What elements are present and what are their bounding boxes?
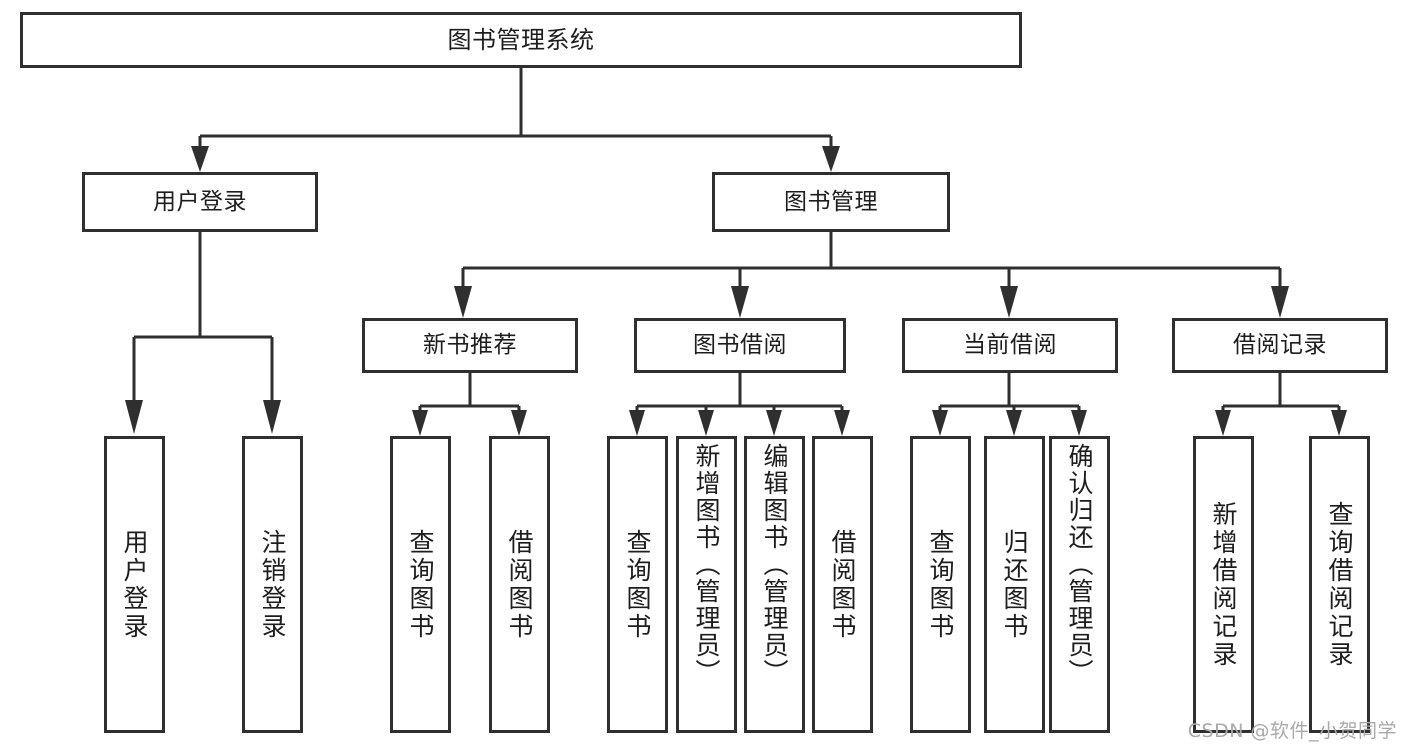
node-label: 图书管理系统 [447, 26, 595, 54]
watermark-text: CSDN @软件_小贺同学 [1187, 720, 1397, 742]
node-label: 当前借阅 [963, 332, 1057, 358]
node-label: 确认归还（管理员） [1065, 443, 1094, 686]
node-book-borrow[interactable]: 图书借阅 [634, 318, 846, 373]
node-label: 编辑图书（管理员） [760, 443, 789, 686]
leaf-borrow-book[interactable]: 借阅图书 [812, 436, 873, 733]
node-label: 图书借阅 [693, 332, 787, 358]
node-label: 借阅图书 [828, 528, 857, 641]
leaf-borrow-book-recommend[interactable]: 借阅图书 [489, 436, 550, 733]
leaf-logout[interactable]: 注销登录 [242, 436, 303, 733]
node-label: 归还图书 [1000, 528, 1029, 641]
node-label: 新增图书（管理员） [692, 443, 721, 686]
leaf-confirm-return-admin[interactable]: 确认归还（管理员） [1049, 436, 1110, 733]
node-borrow-record[interactable]: 借阅记录 [1172, 318, 1388, 373]
node-label: 用户登录 [153, 188, 247, 215]
leaf-user-login[interactable]: 用户登录 [104, 436, 165, 733]
node-label: 借阅记录 [1233, 332, 1327, 358]
leaf-query-book-borrow[interactable]: 查询图书 [607, 436, 668, 733]
node-current-borrow[interactable]: 当前借阅 [902, 318, 1118, 373]
node-root-system[interactable]: 图书管理系统 [20, 12, 1022, 68]
node-label: 查询图书 [926, 528, 955, 641]
leaf-query-book-current[interactable]: 查询图书 [910, 436, 971, 733]
leaf-add-book-admin[interactable]: 新增图书（管理员） [676, 436, 737, 733]
node-label: 查询图书 [623, 528, 652, 641]
node-label: 查询图书 [406, 528, 435, 641]
leaf-edit-book-admin[interactable]: 编辑图书（管理员） [744, 436, 805, 733]
node-label: 图书管理 [784, 188, 878, 215]
node-label: 注销登录 [258, 528, 287, 641]
leaf-add-borrow-record[interactable]: 新增借阅记录 [1193, 436, 1254, 733]
node-label: 查询借阅记录 [1325, 500, 1354, 669]
node-user-login[interactable]: 用户登录 [82, 172, 318, 232]
node-label: 新书推荐 [423, 332, 517, 358]
node-label: 用户登录 [120, 528, 149, 641]
leaf-return-book[interactable]: 归还图书 [984, 436, 1045, 733]
node-label: 借阅图书 [505, 528, 534, 641]
node-label: 新增借阅记录 [1209, 500, 1238, 669]
leaf-query-book-recommend[interactable]: 查询图书 [390, 436, 451, 733]
node-new-book-recommend[interactable]: 新书推荐 [362, 318, 578, 373]
node-book-management[interactable]: 图书管理 [712, 172, 950, 232]
leaf-query-borrow-record[interactable]: 查询借阅记录 [1309, 436, 1370, 733]
